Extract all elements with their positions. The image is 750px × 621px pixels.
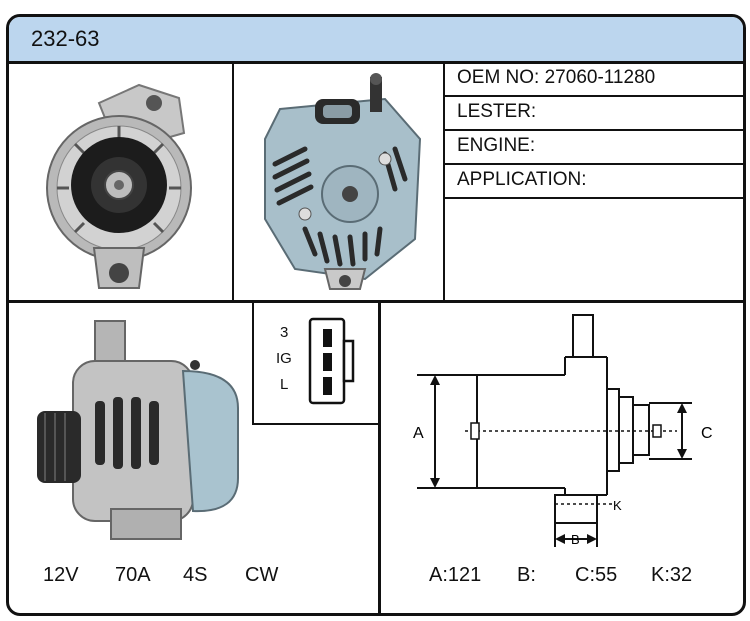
pin-label-l: L bbox=[280, 376, 289, 393]
dimension-c: C:55 bbox=[575, 564, 618, 586]
engine-row: ENGINE: bbox=[445, 129, 743, 165]
card-header: 232-63 bbox=[9, 17, 743, 64]
alternator-side-photo bbox=[37, 320, 239, 540]
diagram-label-c: C bbox=[701, 425, 713, 442]
connector-plug-diagram bbox=[308, 317, 355, 405]
divider-middle bbox=[9, 300, 743, 303]
connector-box: 3 IG L bbox=[252, 303, 378, 425]
divider-top-1 bbox=[232, 61, 234, 301]
divider-top-2 bbox=[443, 61, 445, 301]
oem-number: OEM NO: 27060-11280 bbox=[457, 67, 656, 88]
application-label: APPLICATION: bbox=[457, 169, 587, 190]
spec-groove: 4S bbox=[183, 564, 208, 586]
divider-bottom bbox=[378, 303, 381, 613]
dimension-k: K:32 bbox=[651, 564, 693, 586]
engine-label: ENGINE: bbox=[457, 135, 536, 156]
part-number: 232-63 bbox=[31, 26, 100, 51]
lester-row: LESTER: bbox=[445, 95, 743, 131]
diagram-label-b: B bbox=[571, 532, 580, 547]
dimension-a: A:121 bbox=[429, 564, 482, 586]
diagram-label-k: K bbox=[613, 498, 622, 513]
pin-label-3: 3 bbox=[280, 324, 289, 341]
lester-label: LESTER: bbox=[457, 101, 537, 122]
pin-label-ig: IG bbox=[276, 350, 292, 367]
alternator-rear-photo bbox=[264, 73, 422, 290]
dimension-drawing: A C K B bbox=[413, 314, 713, 547]
oem-row: OEM NO: 27060-11280 bbox=[445, 61, 743, 97]
spec-amperage: 70A bbox=[115, 564, 151, 586]
application-row: APPLICATION: bbox=[445, 163, 743, 199]
spec-voltage: 12V bbox=[43, 564, 79, 586]
diagram-label-a: A bbox=[413, 425, 424, 442]
product-card: 232-63 OEM NO: 27060-11280 LESTER: ENGIN… bbox=[6, 14, 746, 616]
spec-rotation: CW bbox=[245, 564, 279, 586]
dimension-b: B: bbox=[517, 564, 536, 586]
alternator-front-photo bbox=[46, 83, 192, 289]
